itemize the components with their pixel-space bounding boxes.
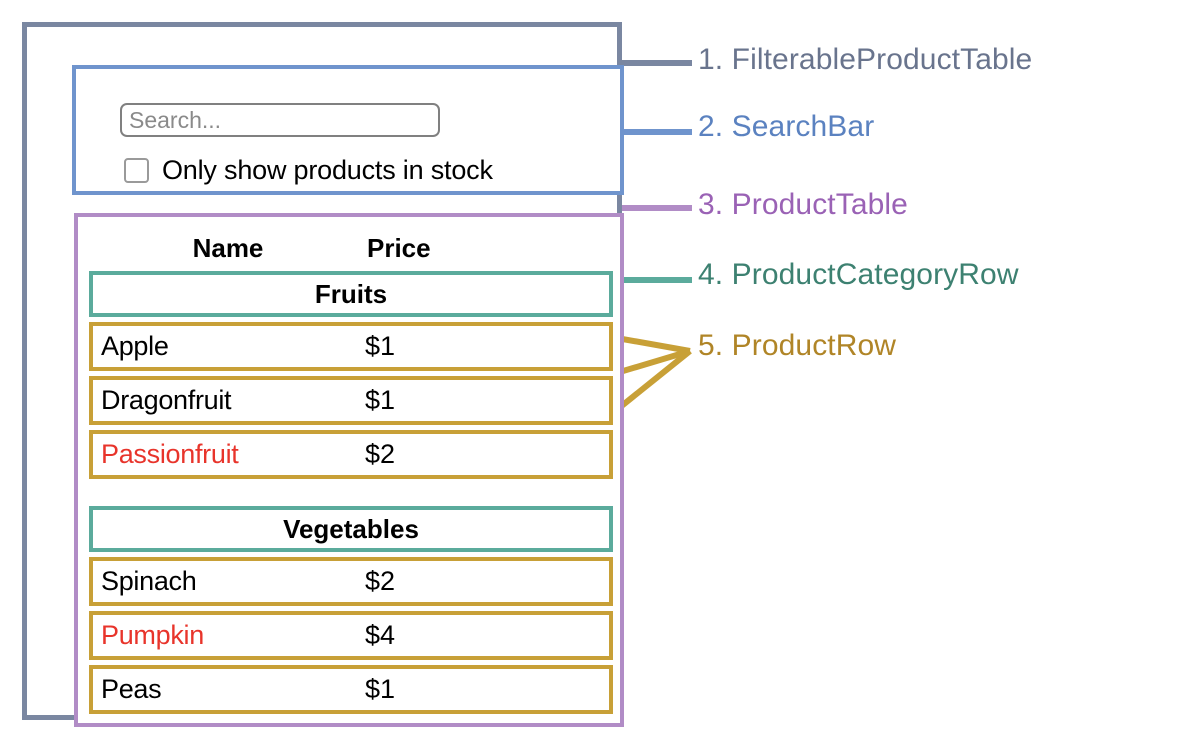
legend-item-product-category-row: 4. ProductCategoryRow: [698, 258, 1019, 291]
product-category-row: Vegetables: [89, 506, 613, 552]
legend-item-filterable-product-table: 1. FilterableProductTable: [698, 43, 1033, 76]
legend-item-product-row: 5. ProductRow: [698, 329, 897, 362]
in-stock-checkbox[interactable]: [124, 158, 149, 183]
product-row: Spinach $2: [89, 557, 613, 606]
product-category-label: Vegetables: [283, 513, 419, 544]
product-name: Apple: [101, 331, 169, 361]
product-row: Pumpkin $4: [89, 611, 613, 660]
product-table: Name Price Fruits Apple $1 Dragonfruit $…: [89, 225, 613, 719]
product-name-out-of-stock: Pumpkin: [101, 620, 204, 650]
product-row: Passionfruit $2: [89, 430, 613, 479]
product-table-container: Name Price Fruits Apple $1 Dragonfruit $…: [74, 213, 624, 727]
product-name: Spinach: [101, 566, 197, 596]
product-name: Peas: [101, 674, 162, 704]
product-name-out-of-stock: Passionfruit: [101, 439, 239, 469]
legend-item-search-bar: 2. SearchBar: [698, 110, 875, 143]
table-header-row: Name Price: [89, 225, 613, 271]
in-stock-checkbox-label: Only show products in stock: [162, 155, 493, 185]
product-row: Apple $1: [89, 322, 613, 371]
column-header-name: Name: [192, 232, 264, 263]
column-header-price: Price: [367, 232, 431, 263]
product-price: $2: [365, 566, 396, 596]
product-price: $1: [365, 385, 396, 415]
product-price: $4: [365, 620, 396, 650]
search-bar-container: Only show products in stock: [72, 65, 624, 195]
legend-item-product-table: 3. ProductTable: [698, 188, 908, 221]
product-category-row: Fruits: [89, 271, 613, 317]
product-row: Peas $1: [89, 665, 613, 714]
product-category-label: Fruits: [314, 278, 388, 309]
product-price: $1: [365, 674, 396, 704]
product-price: $2: [365, 439, 396, 469]
search-input[interactable]: [120, 103, 440, 137]
in-stock-filter-row[interactable]: Only show products in stock: [124, 155, 493, 186]
product-row: Dragonfruit $1: [89, 376, 613, 425]
product-name: Dragonfruit: [101, 385, 232, 415]
product-price: $1: [365, 331, 396, 361]
filterable-product-table-container: Only show products in stock Name Price F…: [22, 22, 624, 727]
category-spacer: [89, 484, 613, 506]
